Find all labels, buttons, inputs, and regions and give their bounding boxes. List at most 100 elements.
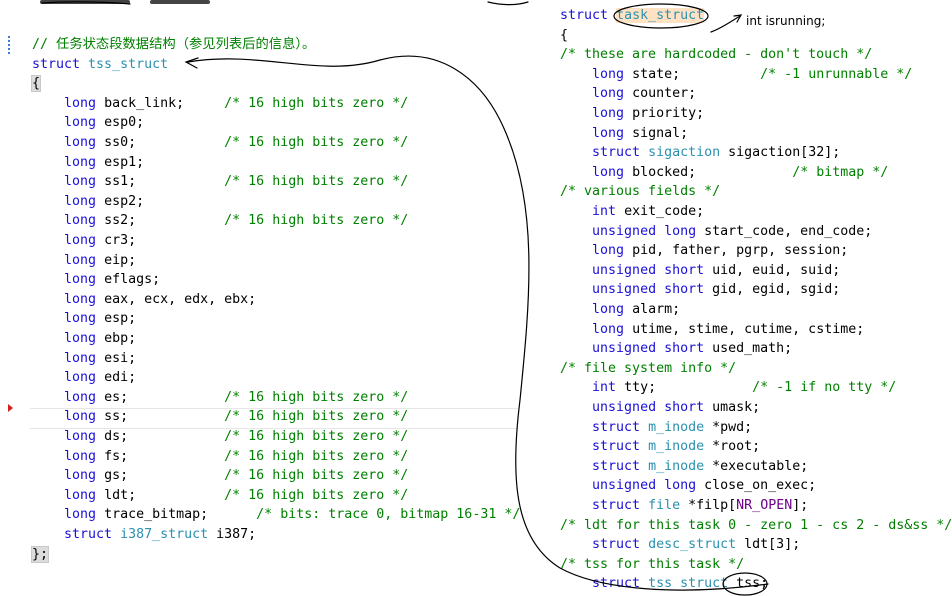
code-line[interactable]: long back_link; /* 16 high bits zero */ [32,94,408,114]
code-line[interactable]: long eip; [32,251,136,271]
code-token: long [64,331,97,346]
code-line[interactable]: /* file system info */ [560,359,736,379]
code-token: ldt[3]; [736,537,801,553]
code-line[interactable]: struct m_inode *root; [560,437,760,457]
code-line[interactable]: int tty; /* -1 if no tty */ [560,378,896,398]
code-line[interactable]: long es; /* 16 high bits zero */ [32,388,408,408]
code-token [32,370,64,385]
code-token [560,224,592,239]
code-line[interactable]: long esi; [32,349,136,369]
code-line[interactable]: long gs; /* 16 high bits zero */ [32,466,408,486]
code-line[interactable]: long eflags; [32,270,160,290]
code-token: struct [592,419,641,435]
code-line[interactable]: long ss; /* 16 high bits zero */ [32,407,408,427]
code-token [32,429,64,444]
code-token: es; [96,389,225,405]
code-line[interactable]: unsigned short uid, euid, suid; [560,261,840,281]
code-line[interactable]: struct m_inode *pwd; [560,418,752,438]
code-line[interactable]: long edi; [32,368,136,388]
code-token: sigaction[32]; [720,145,841,161]
code-token: /* 16 high bits zero */ [224,95,409,111]
code-line[interactable]: struct sigaction sigaction[32]; [560,143,840,163]
code-line[interactable]: int exit_code; [560,202,704,222]
code-line[interactable]: // 任务状态段数据结构（参见列表后的信息）。 [32,35,315,55]
code-token [32,351,64,366]
code-line[interactable]: /* various fields */ [560,182,720,202]
code-token [32,272,64,287]
code-line[interactable]: struct m_inode *executable; [560,457,808,477]
collapse-guide-icon[interactable] [8,36,13,54]
code-line[interactable]: long counter; [560,84,696,104]
code-line[interactable]: long esp; [32,309,136,329]
code-line[interactable]: struct i387_struct i387; [32,525,256,545]
code-line[interactable]: long esp2; [32,192,144,212]
code-line[interactable]: struct tss_struct [32,55,168,75]
code-line[interactable]: long cr3; [32,231,136,251]
code-line[interactable]: unsigned short umask; [560,398,760,418]
code-line[interactable]: struct desc_struct ldt[3]; [560,535,800,555]
code-token: ss1; [96,174,225,190]
code-token [560,322,592,337]
code-token: struct [64,527,113,542]
code-line[interactable]: long esp1; [32,153,144,173]
code-line[interactable]: long ss0; /* 16 high bits zero */ [32,133,408,153]
left-code-editor[interactable]: // 任务状态段数据结构（参见列表后的信息）。struct tss_struct… [0,0,548,596]
code-token: int [592,204,617,219]
code-line[interactable]: { [560,26,568,46]
code-line[interactable]: /* tss for this task */ [560,555,744,575]
code-token: tss_struct [88,56,169,72]
code-line[interactable]: long eax, ecx, edx, ebx; [32,290,256,310]
code-line[interactable]: /* these are hardcoded - don't touch */ [560,45,872,65]
code-line[interactable]: /* ldt for this task 0 - zero 1 - cs 2 -… [560,516,952,536]
code-line[interactable]: unsigned short used_math; [560,339,792,359]
code-token: long [592,125,625,141]
code-token: long [64,213,97,229]
code-line[interactable]: long ss2; /* 16 high bits zero */ [32,211,408,231]
code-line[interactable]: long trace_bitmap; /* bits: trace 0, bit… [32,505,520,525]
code-token: long [64,291,97,307]
code-line[interactable]: long pid, father, pgrp, session; [560,241,848,261]
code-line[interactable]: long fs; /* 16 high bits zero */ [32,447,408,467]
code-line[interactable]: long blocked; /* bitmap */ [560,163,888,183]
code-token: cr3; [96,233,137,248]
code-line[interactable]: long priority; [560,104,704,124]
code-line[interactable]: long ds; /* 16 high bits zero */ [32,427,408,447]
code-token: long [64,95,97,111]
code-token [32,213,64,228]
code-token [32,409,64,424]
code-line[interactable]: }; [30,545,50,565]
code-token [640,420,648,435]
code-line[interactable]: { [30,74,42,94]
code-token: i387_struct [120,527,209,542]
code-line[interactable]: struct task_struct [560,6,705,26]
code-line[interactable]: unsigned short gid, egid, sgid; [560,280,840,300]
code-token [560,204,592,219]
right-code-editor[interactable]: struct task_struct{/* these are hardcode… [554,0,952,596]
code-line[interactable]: long ebp; [32,329,136,349]
code-token [640,537,648,552]
code-line[interactable]: long state; /* -1 unrunnable */ [560,65,912,85]
code-line[interactable]: long signal; [560,124,688,144]
code-token: long [64,154,97,170]
code-line[interactable]: long ss1; /* 16 high bits zero */ [32,172,408,192]
code-line[interactable]: long utime, stime, cutime, cstime; [560,320,864,340]
code-line[interactable]: struct file *filp[NR_OPEN]; [560,496,808,516]
code-line[interactable]: unsigned long start_code, end_code; [560,222,872,242]
code-line[interactable]: long alarm; [560,300,680,320]
code-token: *filp[ [680,498,737,513]
code-line[interactable]: struct tss_struct tss; [560,574,768,594]
code-token: utime, stime, cutime, cstime; [624,321,865,337]
code-token: /* 16 high bits zero */ [224,409,409,425]
code-token: umask; [704,400,761,415]
code-token: back_link; [96,95,225,111]
code-line[interactable]: long esp0; [32,113,144,133]
code-token [32,311,64,326]
code-token [560,420,592,435]
code-token [32,468,64,483]
code-token: long [64,135,97,150]
breakpoint-marker-icon[interactable] [8,404,13,412]
code-token: pid, father, pgrp, session; [624,243,849,259]
code-line[interactable]: unsigned long close_on_exec; [560,476,816,496]
code-line[interactable]: long ldt; /* 16 high bits zero */ [32,486,408,506]
code-token: m_inode [648,419,705,435]
